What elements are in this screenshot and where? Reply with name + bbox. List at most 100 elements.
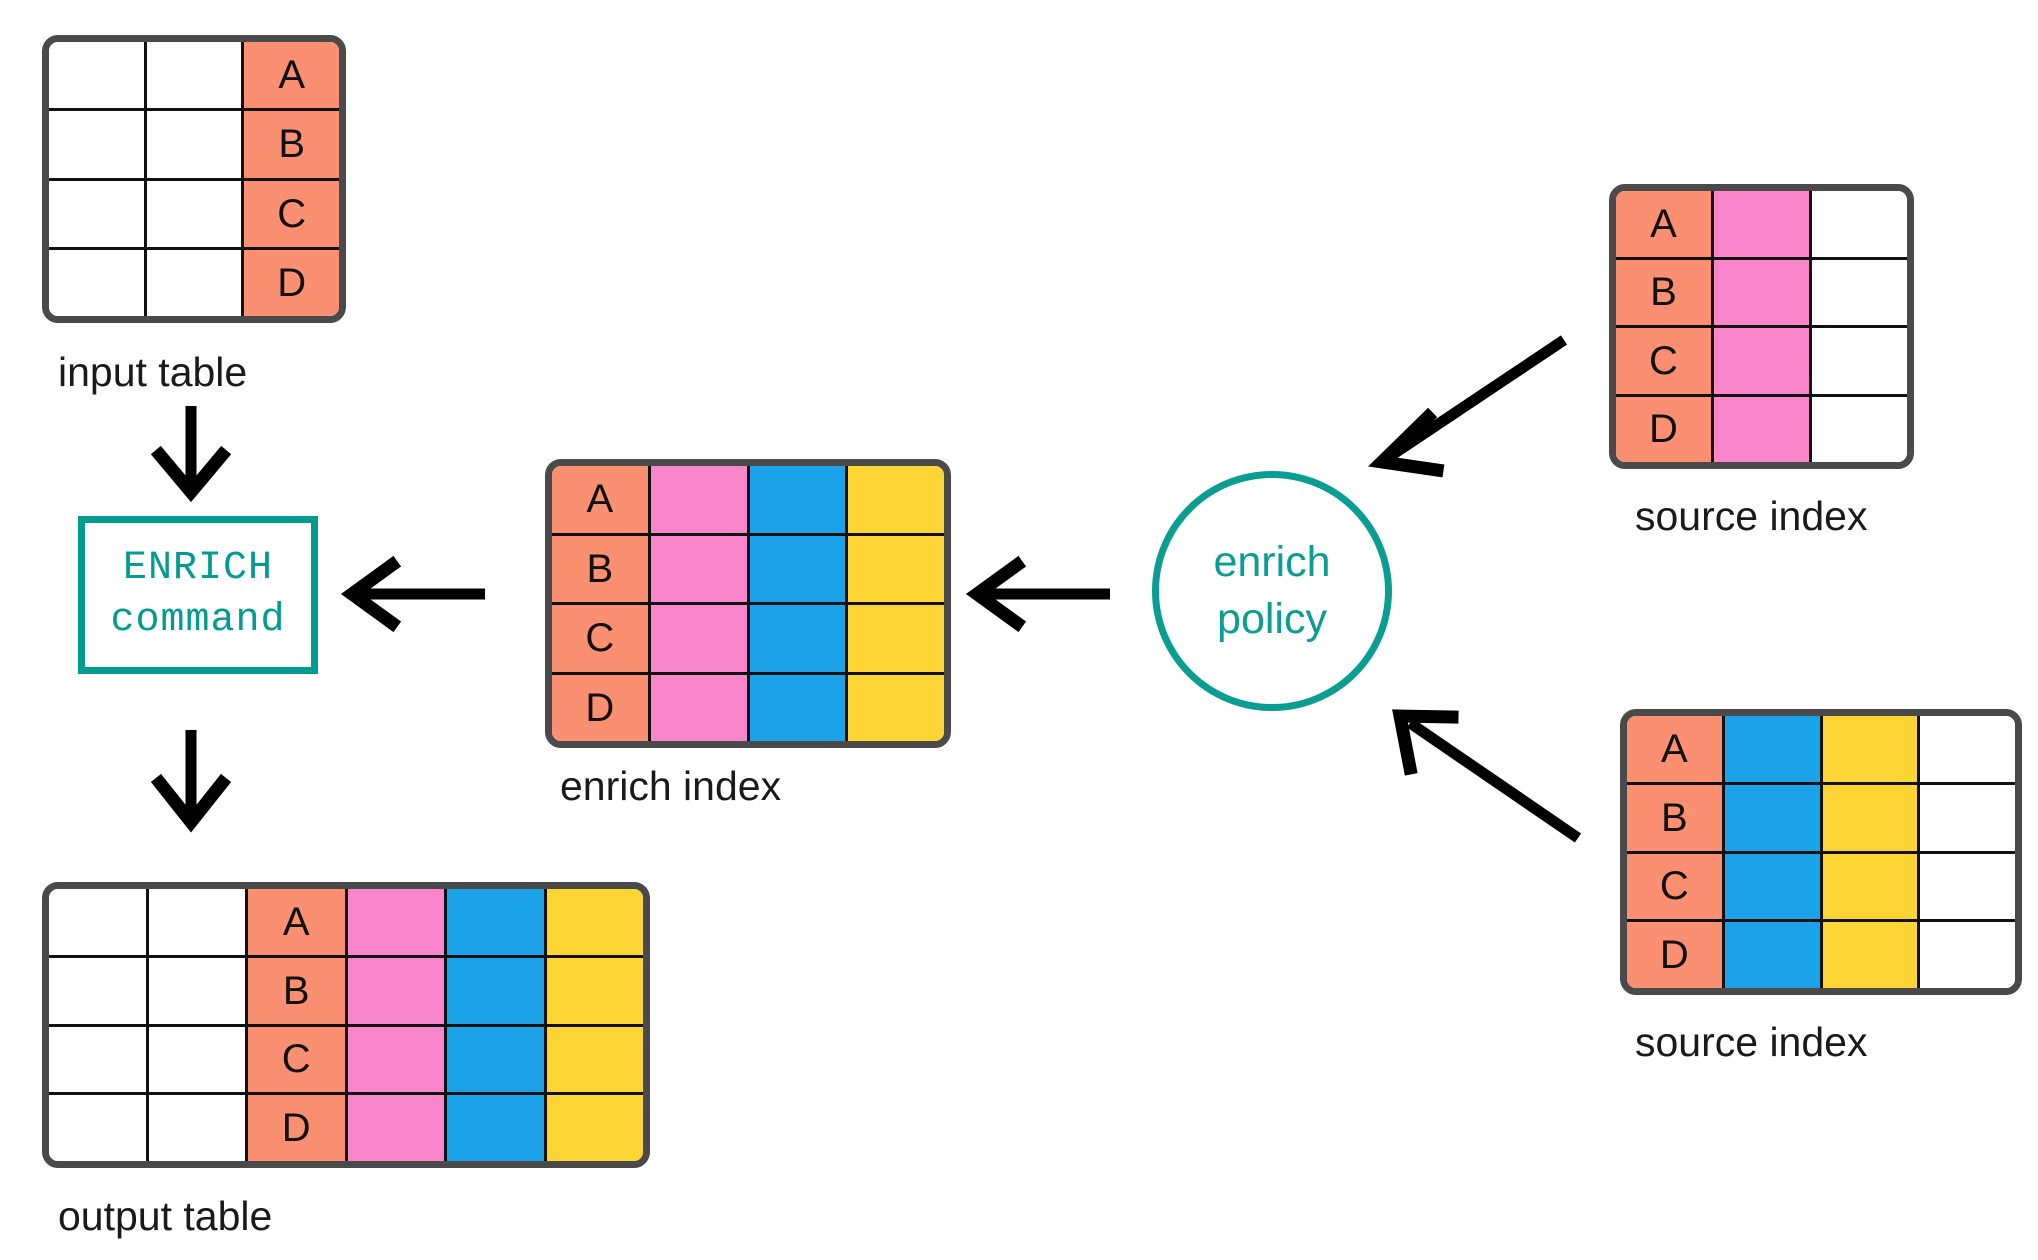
table-cell — [848, 605, 944, 672]
table-cell — [146, 42, 245, 109]
table-cell — [1714, 259, 1812, 325]
table-cell — [49, 249, 147, 316]
source-index-bottom-table: A B C D — [1620, 709, 2022, 995]
table-cell — [1812, 396, 1907, 462]
enrich-index-table: A B C D — [545, 459, 951, 748]
table-row: A — [552, 466, 944, 536]
input-table-block: A B C D — [42, 35, 346, 323]
table-cell — [447, 1026, 547, 1093]
table-cell — [650, 605, 750, 672]
arrow-policy-to-enrich-index — [965, 555, 1110, 633]
arrow-command-to-output — [150, 730, 232, 833]
source-index-bottom-block: A B C D — [1620, 709, 2022, 995]
input-table-caption: input table — [58, 349, 248, 395]
table-cell-key: D — [244, 249, 339, 316]
table-cell — [749, 466, 849, 533]
table-cell-key: C — [1627, 853, 1725, 920]
table-cell-key: B — [1627, 784, 1725, 851]
table-cell — [1724, 922, 1823, 988]
enrich-policy-line2: policy — [1217, 595, 1327, 643]
table-cell — [1724, 784, 1823, 851]
table-cell-key: B — [244, 111, 339, 178]
table-cell — [546, 1095, 643, 1161]
arrow-source-top-to-policy — [1368, 335, 1568, 478]
table-cell — [347, 1095, 447, 1161]
table-row: D — [1627, 922, 2015, 988]
enrich-policy-line1: enrich — [1213, 538, 1331, 587]
table-cell-key: A — [244, 42, 339, 109]
table-cell-key: A — [1616, 191, 1714, 257]
enrich-command-box[interactable]: ENRICH command — [78, 516, 318, 674]
table-cell — [1822, 716, 1921, 782]
table-cell — [49, 42, 147, 109]
table-cell — [546, 957, 643, 1024]
arrow-enrich-index-to-command — [340, 555, 485, 633]
table-cell — [848, 535, 944, 602]
table-cell-key: C — [248, 1026, 348, 1093]
table-cell — [546, 889, 643, 955]
source-index-top-table: A B C D — [1609, 184, 1914, 469]
source-index-top-caption: source index — [1635, 493, 1868, 539]
enrich-command-line2: command — [110, 598, 286, 643]
table-row: A — [1616, 191, 1907, 260]
table-cell — [49, 180, 147, 247]
table-cell — [1724, 716, 1823, 782]
output-table: A B C — [42, 882, 650, 1168]
table-row: C — [49, 180, 339, 250]
table-cell — [1822, 853, 1921, 920]
table-row: B — [49, 957, 643, 1027]
table-row: A — [1627, 716, 2015, 785]
table-cell — [650, 535, 750, 602]
table-cell-key: C — [244, 180, 339, 247]
table-cell — [546, 1026, 643, 1093]
table-row: D — [552, 674, 944, 741]
table-cell — [749, 535, 849, 602]
table-cell — [148, 1026, 248, 1093]
table-cell — [848, 466, 944, 533]
table-row: D — [49, 1095, 643, 1161]
enrich-policy-node[interactable]: enrich policy — [1152, 471, 1392, 711]
table-cell — [347, 889, 447, 955]
table-cell — [49, 1095, 149, 1161]
enrich-index-block: A B C D — [545, 459, 951, 748]
table-row: B — [1616, 259, 1907, 328]
table-cell — [1714, 328, 1812, 394]
input-table: A B C D — [42, 35, 346, 323]
table-row: B — [49, 111, 339, 181]
table-cell — [1920, 922, 2015, 988]
table-cell — [650, 466, 750, 533]
table-cell — [1822, 784, 1921, 851]
table-cell — [1920, 853, 2015, 920]
table-cell-key: D — [248, 1095, 348, 1161]
table-row: C — [49, 1026, 643, 1096]
table-cell — [49, 1026, 149, 1093]
enrich-index-caption: enrich index — [560, 763, 782, 809]
table-cell — [1714, 396, 1812, 462]
table-cell — [347, 957, 447, 1024]
table-cell — [1822, 922, 1921, 988]
table-cell — [148, 957, 248, 1024]
table-cell-key: A — [552, 466, 651, 533]
table-row: A — [49, 42, 339, 112]
table-cell — [650, 674, 750, 741]
table-cell-key: C — [552, 605, 651, 672]
table-cell-key: C — [1616, 328, 1714, 394]
table-cell — [1920, 784, 2015, 851]
table-cell-key: B — [248, 957, 348, 1024]
table-cell-key: D — [1627, 922, 1725, 988]
table-cell — [1920, 716, 2015, 782]
table-cell — [447, 889, 547, 955]
table-cell-key: D — [1616, 396, 1714, 462]
table-cell — [1812, 328, 1907, 394]
table-cell — [1714, 191, 1812, 257]
output-table-block: A B C — [42, 882, 650, 1168]
table-cell — [749, 674, 849, 741]
enrich-command-line1: ENRICH — [122, 546, 274, 591]
table-cell — [1724, 853, 1823, 920]
table-row: D — [1616, 396, 1907, 462]
table-cell-key: B — [1616, 259, 1714, 325]
output-table-caption: output table — [58, 1193, 273, 1239]
table-row: D — [49, 249, 339, 316]
table-row: C — [1616, 328, 1907, 397]
